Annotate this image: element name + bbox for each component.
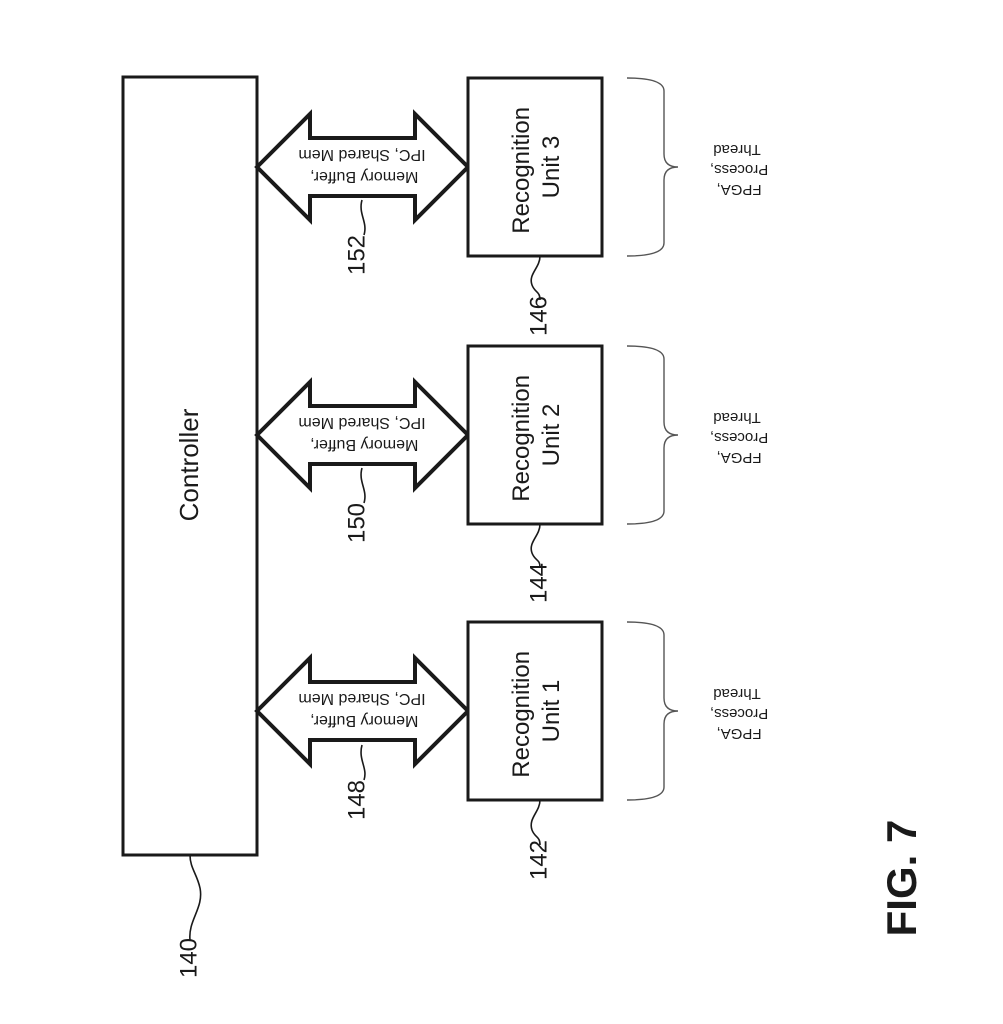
channel-arrow-1	[257, 658, 468, 764]
brace-2-line3: Thread	[713, 409, 761, 426]
channel-1-line2: IPC, Shared Mem	[298, 690, 425, 707]
channel-1-ref-leader	[361, 745, 365, 780]
channel-3-ref: 152	[343, 235, 370, 275]
channel-arrow-3	[257, 114, 468, 220]
recognition-unit-3-line2: Unit 3	[538, 136, 565, 199]
brace-1-line1: FPGA,	[717, 725, 762, 742]
controller-label: Controller	[174, 408, 204, 521]
recognition-unit-3-box	[468, 78, 602, 256]
recognition-unit-2-ref-leader	[531, 524, 540, 567]
controller-ref-leader	[190, 855, 201, 940]
brace-3	[627, 78, 678, 256]
channel-2-ref: 150	[343, 503, 370, 543]
brace-1-text: FPGA, Process, Thread	[706, 685, 769, 742]
recognition-unit-3-ref: 146	[525, 296, 552, 336]
recognition-unit-1-line1: Recognition	[508, 651, 535, 778]
channel-1-line1: Memory Buffer,	[310, 712, 418, 729]
brace-3-line1: FPGA,	[717, 181, 762, 198]
recognition-unit-1-ref-leader	[531, 800, 540, 845]
brace-3-line3: Thread	[713, 141, 761, 158]
controller-ref: 140	[175, 938, 202, 978]
brace-2-text: FPGA, Process, Thread	[706, 409, 769, 466]
channel-arrow-2	[257, 382, 468, 488]
brace-2	[627, 346, 678, 524]
channel-1-ref: 148	[343, 780, 370, 820]
figure-label: FIG. 7	[878, 820, 925, 937]
channel-3-line2: IPC, Shared Mem	[298, 146, 425, 163]
recognition-unit-2-line2: Unit 2	[538, 404, 565, 467]
recognition-unit-1-box	[468, 622, 602, 800]
channel-3-ref-leader	[361, 200, 365, 235]
brace-3-line2: Process,	[710, 161, 768, 178]
channel-2-line2: IPC, Shared Mem	[298, 414, 425, 431]
channel-2-line1: Memory Buffer,	[310, 436, 418, 453]
channel-3-line1: Memory Buffer,	[310, 168, 418, 185]
brace-1	[627, 622, 678, 800]
recognition-unit-2-box	[468, 346, 602, 524]
recognition-unit-3-ref-leader	[531, 256, 540, 300]
recognition-unit-1-line2: Unit 1	[538, 680, 565, 743]
recognition-unit-2-ref: 144	[525, 563, 552, 603]
brace-2-line2: Process,	[710, 429, 768, 446]
brace-2-line1: FPGA,	[717, 449, 762, 466]
recognition-unit-2-line1: Recognition	[508, 375, 535, 502]
recognition-unit-3-line1: Recognition	[508, 107, 535, 234]
brace-1-line2: Process,	[710, 705, 768, 722]
brace-3-text: FPGA, Process, Thread	[706, 141, 769, 198]
brace-1-line3: Thread	[713, 685, 761, 702]
channel-2-ref-leader	[361, 468, 365, 503]
recognition-unit-1-ref: 142	[525, 840, 552, 880]
